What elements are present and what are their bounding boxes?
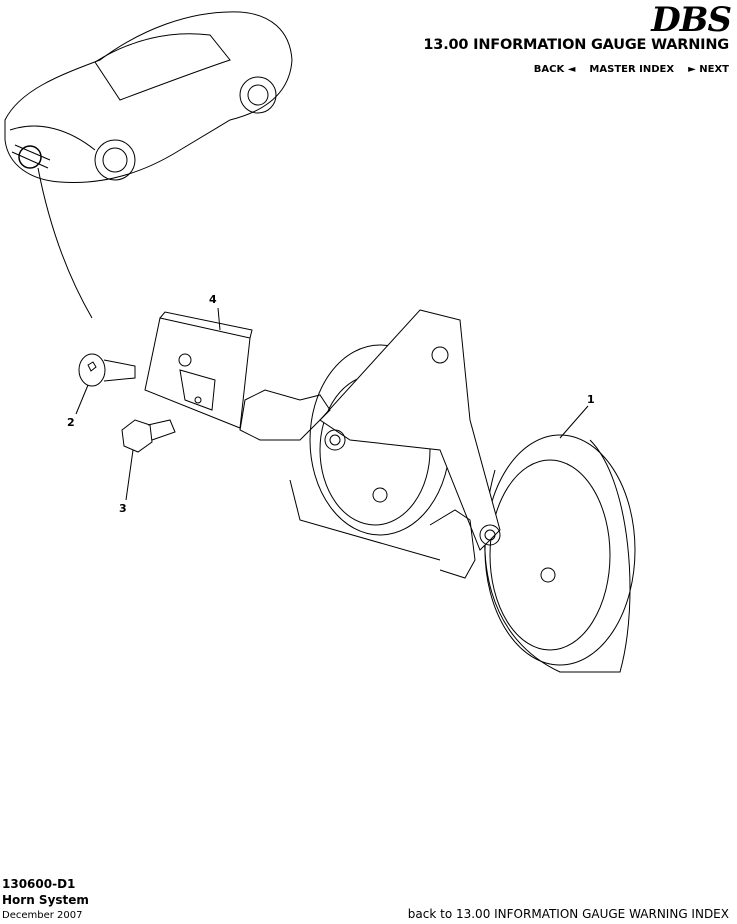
diagram-code: 130600-D1 <box>2 877 76 891</box>
nav-bar: BACK ◄ MASTER INDEX ► NEXT <box>534 64 729 75</box>
callout-circle <box>18 145 42 169</box>
bracket-part-4 <box>144 311 253 429</box>
bolt-part-3 <box>121 419 176 453</box>
car-illustration <box>4 11 293 183</box>
callout-label-3: 3 <box>119 502 127 515</box>
callout-label-4: 4 <box>209 293 217 306</box>
horn-part-1 <box>239 309 636 673</box>
back-to-index-link[interactable]: back to 13.00 INFORMATION GAUGE WARNING … <box>407 907 729 921</box>
back-link[interactable]: BACK ◄ <box>533 64 576 75</box>
leader-line <box>37 167 93 319</box>
master-index-link[interactable]: MASTER INDEX <box>589 64 675 75</box>
diagram-name: Horn System <box>2 893 89 907</box>
next-link[interactable]: ► NEXT <box>688 64 729 75</box>
leader-line-1 <box>559 405 589 439</box>
callout-label-1: 1 <box>587 393 595 406</box>
leader-line-2 <box>75 384 89 415</box>
section-title: 13.00 INFORMATION GAUGE WARNING <box>423 37 729 53</box>
leader-line-4 <box>217 307 221 331</box>
callout-label-2: 2 <box>67 416 75 429</box>
leader-line-3 <box>125 449 134 501</box>
dbs-logo: DBS <box>651 0 732 40</box>
diagram-date: December 2007 <box>2 910 83 921</box>
bolt-part-2 <box>78 353 136 387</box>
